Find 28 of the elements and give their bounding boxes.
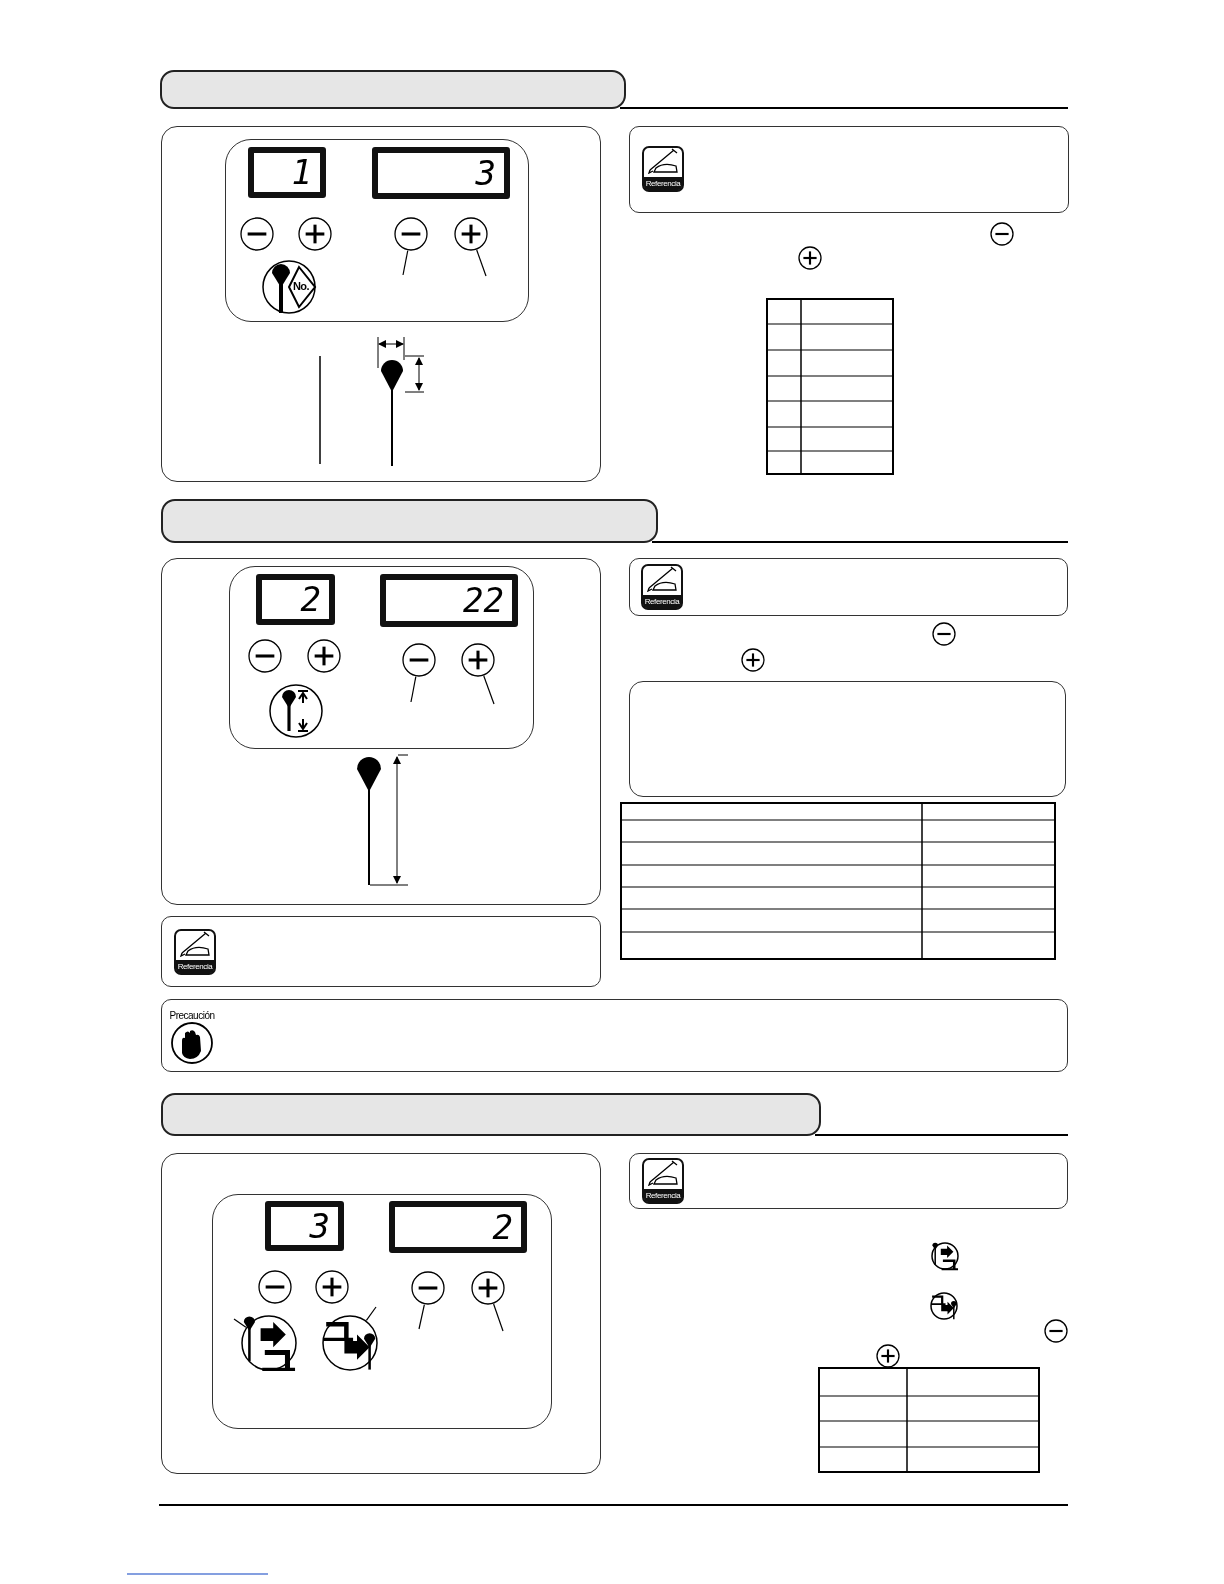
lcd-display: 3 xyxy=(372,147,510,199)
stitch-feed-button xyxy=(241,1315,297,1371)
lcd-display: 1 xyxy=(248,147,326,198)
leader-line xyxy=(418,1304,425,1330)
lcd-display: 2 xyxy=(256,574,335,625)
stitch-feed-button xyxy=(322,1315,378,1371)
plus-button xyxy=(461,643,495,677)
leader-line xyxy=(493,1303,504,1332)
icon-label: Referencia xyxy=(644,1189,682,1202)
lcd-display: 22 xyxy=(380,574,518,627)
plus-button xyxy=(454,217,488,251)
leader-line xyxy=(483,675,495,705)
leader-line xyxy=(410,676,417,703)
leader-line xyxy=(402,250,409,276)
lcd-display: 3 xyxy=(265,1201,344,1251)
icon-label: No. xyxy=(291,279,311,294)
leader-line xyxy=(476,249,487,277)
icon-label: Referencia xyxy=(643,595,681,608)
plus-button xyxy=(471,1271,505,1305)
leader-line xyxy=(233,1318,247,1328)
icon-label: Precaución xyxy=(168,1009,216,1023)
minus-button xyxy=(394,217,428,251)
lcd-display: 2 xyxy=(389,1201,527,1253)
icon-label: Referencia xyxy=(644,177,682,190)
minus-button xyxy=(402,643,436,677)
leader-line xyxy=(365,1306,377,1321)
icon-label: Referencia xyxy=(176,960,214,973)
minus-button xyxy=(411,1271,445,1305)
